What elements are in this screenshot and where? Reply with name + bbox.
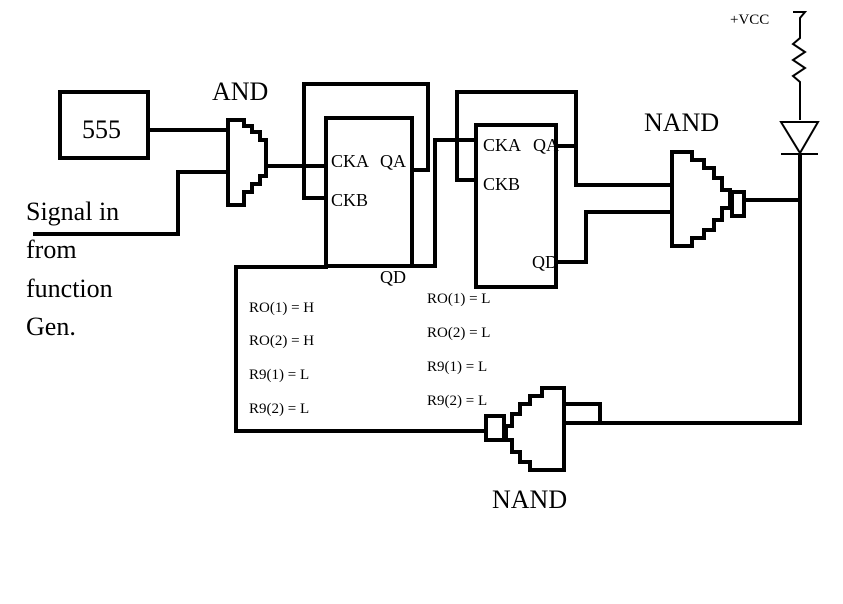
wire-qa1-to-ckb1 [302, 82, 430, 200]
svg-text:RO(2) = L: RO(2) = L [427, 325, 490, 341]
counter2-settings: RO(1) = L RO(2) = L R9(1) = L R9(2) = L [427, 291, 490, 409]
nand-bottom-bubble [484, 414, 506, 442]
and-gate [226, 118, 268, 207]
nand-bottom-label: NAND [492, 485, 567, 514]
counter1-qd: QD [380, 267, 406, 287]
nand-gate-bottom [504, 386, 566, 472]
counter2-box [474, 123, 558, 289]
svg-text:function: function [26, 274, 113, 303]
timer-555-box [58, 90, 150, 160]
svg-text:RO(1) = H: RO(1) = H [249, 300, 314, 316]
wire-qd2-to-nand [554, 210, 674, 264]
counter1-ckb: CKB [331, 190, 368, 210]
svg-text:R9(2) = L: R9(2) = L [427, 393, 487, 409]
svg-text:R9(1) = L: R9(1) = L [249, 367, 309, 383]
timer-555-label: 555 [82, 115, 121, 144]
and-gate-label: AND [212, 77, 268, 106]
svg-text:RO(1) = L: RO(1) = L [427, 291, 490, 307]
counter1-box [324, 116, 414, 268]
counter1-settings: RO(1) = H RO(2) = H R9(1) = L R9(2) = L [249, 300, 314, 417]
nand-gate-top [670, 150, 732, 248]
wire-qa2-to-nand [574, 144, 674, 187]
nand-top-bubble [730, 190, 746, 218]
wire-qd1-to-cka2 [410, 138, 478, 268]
svg-text:from: from [26, 235, 77, 264]
counter1-cka: CKA [331, 151, 369, 171]
svg-text:RO(2) = H: RO(2) = H [249, 333, 314, 349]
diode-triangle [779, 121, 820, 155]
wire-reset-loop [234, 265, 488, 433]
svg-text:R9(2) = L: R9(2) = L [249, 401, 309, 417]
resistor [791, 24, 807, 120]
vcc-label: +VCC [730, 12, 769, 28]
svg-text:Signal in: Signal in [26, 197, 119, 226]
signal-input-label: Signal in from function Gen. [26, 197, 119, 341]
counter2-qd: QD [532, 252, 558, 272]
counter2-ckb: CKB [483, 174, 520, 194]
counter1-qa: QA [380, 151, 406, 171]
wire-qa2-to-ckb2 [455, 90, 578, 182]
wire-signal-in [33, 170, 230, 236]
nand-top-label: NAND [644, 108, 719, 137]
nand-bottom-inputs [562, 402, 602, 425]
vcc-tick [793, 11, 808, 24]
wire-right-rail [598, 154, 802, 425]
svg-text:Gen.: Gen. [26, 312, 76, 341]
counter2-cka: CKA [483, 135, 521, 155]
counter2-qa: QA [533, 135, 559, 155]
svg-text:R9(1) = L: R9(1) = L [427, 359, 487, 375]
